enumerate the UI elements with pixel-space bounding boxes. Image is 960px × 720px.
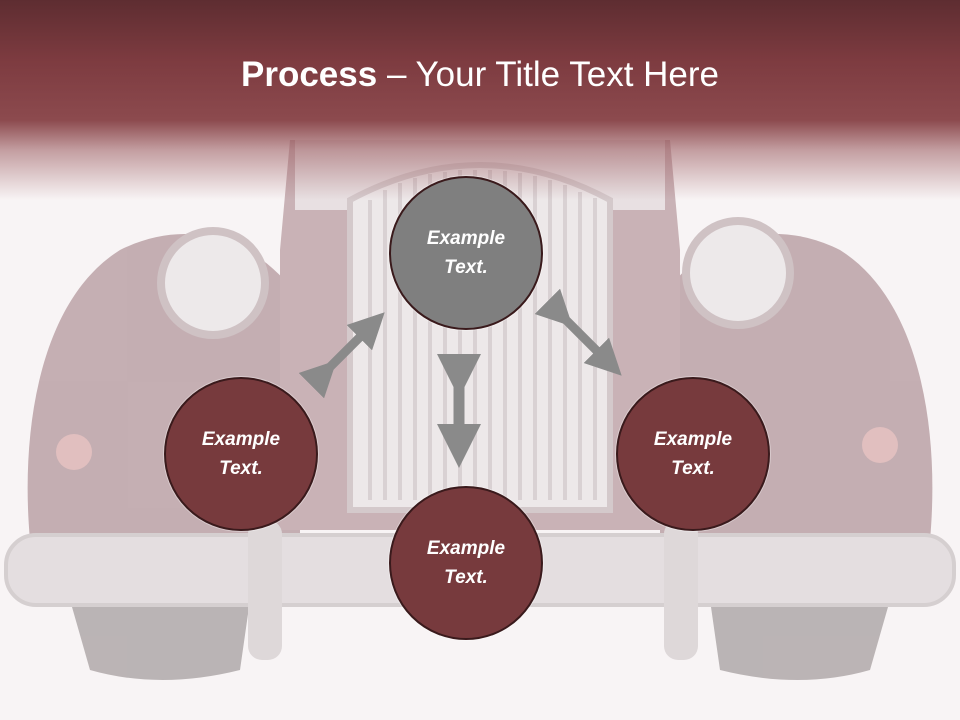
- node-label-line2: Text.: [671, 458, 715, 479]
- node-label-line1: Example: [653, 429, 733, 450]
- process-node-top: Example Text.: [389, 176, 543, 330]
- double-arrow-icon: [534, 288, 622, 376]
- title-rest: – Your Title Text Here: [377, 55, 719, 94]
- double-arrow-icon: [298, 312, 385, 399]
- title-bold: Process: [241, 55, 378, 94]
- process-node-right: Example Text.: [616, 377, 770, 531]
- process-node-bottom: Example Text.: [389, 486, 543, 640]
- process-node-left: Example Text.: [164, 377, 318, 531]
- header-band: [0, 0, 960, 200]
- node-label-line1: Example: [201, 429, 281, 450]
- node-label-line2: Text.: [219, 458, 263, 479]
- node-label-line1: Example: [426, 538, 506, 559]
- slide-title: Process – Your Title Text Here: [0, 52, 960, 98]
- node-label-line2: Text.: [444, 567, 488, 588]
- node-label-line1: Example: [426, 228, 506, 249]
- node-label-line2: Text.: [444, 257, 488, 278]
